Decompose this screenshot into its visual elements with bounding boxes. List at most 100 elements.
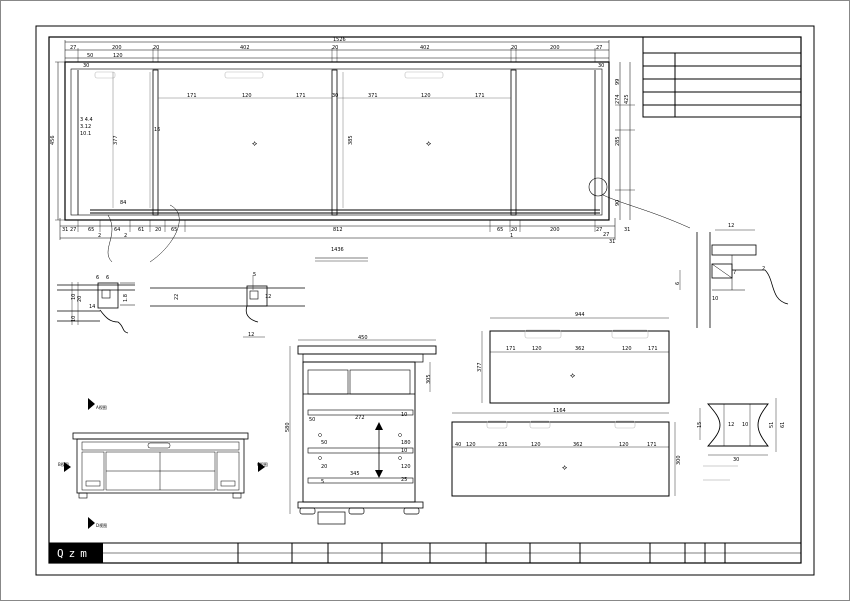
detail-a-label-5: 10 [71,316,77,322]
plan-inner-right-2: 120 [421,93,431,99]
plan-inner-left-2: 120 [242,93,252,99]
side-label-1: 305 [426,374,432,384]
plan-top-sub-4: 30 [598,63,604,69]
top-panel-seg-3: 362 [575,346,585,352]
plan-inner-left-1: 171 [187,93,197,99]
logo-text: Qzm [57,547,92,560]
plan-top-sub-1: 50 [87,53,93,59]
plan-right-height-1: 99 [615,79,621,85]
detail-a-label-6: 14 [89,304,95,310]
title-block-bottom [48,542,802,564]
plan-bottom-sub-3: 1 [510,233,513,239]
elevation-label-a: A视图 [96,404,107,410]
side-label-4: 10 [401,412,407,418]
plan-bottom-seg-1: 31 [62,227,68,233]
plan-interior-height-2: 385 [348,135,354,145]
top-panel-seg-1: 171 [506,346,516,352]
plan-right-height-4: 285 [615,136,621,146]
plan-right-height-2: 274 [615,94,621,104]
elevation-view [64,398,265,529]
plan-bottom-sub-2: 2 [124,233,127,239]
outer-frame [35,25,815,576]
side-section-view [289,339,437,525]
front-panel-seg-5: 362 [573,442,583,448]
side-label-6: 20 [321,464,327,470]
plan-inner-width: 1436 [331,247,344,253]
elevation-label-b: B视图 [58,461,69,467]
foot-profile-view [699,398,777,456]
plan-bottom-seg-7: 65 [171,227,177,233]
logo-box [49,543,103,563]
top-panel-seg-4: 120 [622,346,632,352]
side-overall-height: 580 [285,422,291,432]
plan-bottom-seg-3: 65 [88,227,94,233]
plan-top-seg-8: 200 [550,45,560,51]
plan-bottom-seg-11: 200 [550,227,560,233]
detail-b-label-2: 12 [265,294,271,300]
plan-top-seg-7: 20 [511,45,517,51]
foot-label-5: 12 [728,422,734,428]
side-label-2: 50 [309,417,315,423]
plan-left-label-1: 3 4.4 [80,117,93,123]
elevation-label-c: C视图 [257,461,268,467]
detail-c-label-1: 12 [728,223,734,229]
front-panel-seg-6: 120 [619,442,629,448]
plan-bottom-seg-10: 20 [511,227,517,233]
plan-view: ⟡ ⟡ [55,40,691,263]
side-label-12: 25 [401,477,407,483]
plan-inner-left-3: 171 [296,93,306,99]
plan-right-height-3: 425 [624,94,630,104]
plan-bottom-seg-9: 65 [497,227,503,233]
plan-top-seg-1: 27 [70,45,76,51]
front-panel-seg-4: 120 [531,442,541,448]
plan-top-seg-3: 20 [153,45,159,51]
detail-c-label-3: 10 [712,296,718,302]
front-panel-width: 1164 [553,408,566,414]
plan-bottom-seg-2: 27 [70,227,76,233]
plan-top-seg-5: 20 [332,45,338,51]
detail-a-label-1: 6 [96,275,99,281]
plan-left-label-2: 3.12 [80,124,91,130]
svg-text:⟡: ⟡ [562,463,568,472]
side-label-8: 345 [350,471,360,477]
foot-label-1: 30 [733,457,739,463]
plan-bottom-seg-8: 812 [333,227,343,233]
plan-top-seg-6: 402 [420,45,430,51]
svg-text:⟡: ⟡ [252,139,258,148]
side-label-7: 5 [321,479,324,485]
foot-label-2: 15 [697,422,703,428]
plan-left-height: 456 [50,135,56,145]
top-panel-width: 944 [575,312,585,318]
plan-right-side-2: 31 [624,227,630,233]
title-block-top [642,36,802,118]
detail-a-label-4: 1.8 [123,294,129,302]
detail-a-label-2: 10 [71,294,77,300]
top-panel-seg-5: 171 [648,346,658,352]
plan-right-height-5: 90 [615,200,621,206]
plan-interior-height-1: 377 [113,135,119,145]
plan-bottom-seg-5: 61 [138,227,144,233]
plan-inner-right-3: 171 [475,93,485,99]
foot-label-3: 51 [769,422,775,428]
plan-inner-right-1: 371 [368,93,378,99]
plan-top-seg-2: 200 [112,45,122,51]
plan-overall-width: 1526 [333,37,346,43]
side-label-11: 120 [401,464,411,470]
foot-label-4: 61 [780,422,786,428]
side-label-5: 50 [321,440,327,446]
plan-right-side-1: 27 [596,227,602,233]
svg-text:⟡: ⟡ [570,371,576,380]
side-label-3: 272 [355,415,365,421]
plan-bottom-seg-4: 64 [114,227,120,233]
front-panel-seg-7: 171 [647,442,657,448]
front-panel-height: 300 [676,455,682,465]
plan-top-seg-9: 27 [596,45,602,51]
detail-b-label-3: 22 [174,294,180,300]
plan-bottom-seg-6: 20 [155,227,161,233]
plan-top-sub-2: 120 [113,53,123,59]
plan-inner-left-4: 30 [332,93,338,99]
plan-left-label-3: 10.1 [80,131,91,137]
side-overall-width: 450 [358,335,368,341]
plan-top-seg-4: 402 [240,45,250,51]
